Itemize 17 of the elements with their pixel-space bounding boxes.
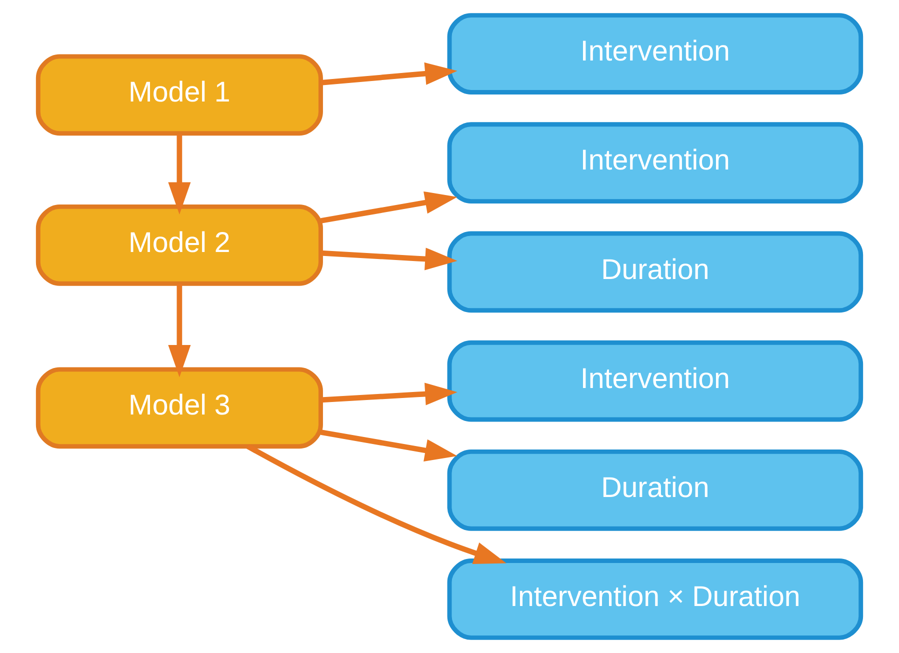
node-box: Intervention — [447, 122, 864, 204]
node-box: Intervention × Duration — [447, 558, 864, 640]
arrow — [320, 191, 458, 224]
node-box: Duration — [447, 231, 864, 313]
node-box: Intervention — [447, 13, 864, 94]
arrow — [320, 382, 458, 406]
arrow — [320, 248, 458, 270]
arrow — [320, 62, 458, 86]
arrow — [320, 430, 458, 462]
arrow — [168, 134, 191, 214]
node-box: Model 3 — [36, 367, 323, 449]
arrow — [168, 284, 191, 378]
node-box: Duration — [447, 449, 864, 531]
node-box: Intervention — [447, 340, 864, 422]
node-box: Model 2 — [36, 204, 323, 286]
arrow — [246, 444, 506, 564]
node-box: Model 1 — [36, 54, 323, 136]
